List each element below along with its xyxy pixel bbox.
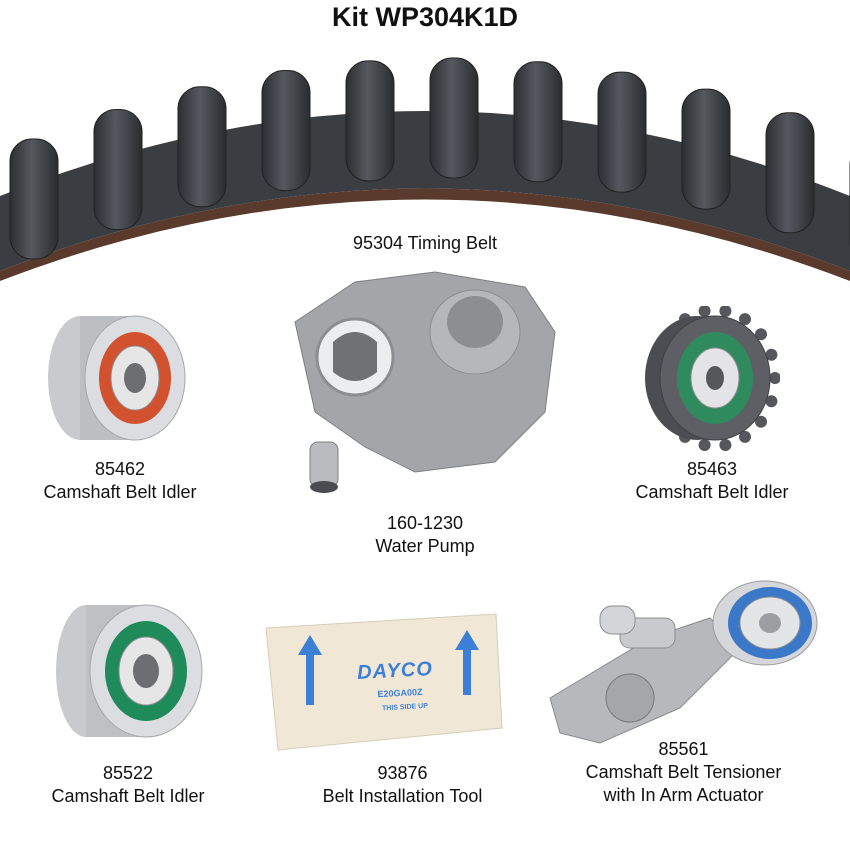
- gear-tooth: [698, 306, 711, 317]
- water-pump-image: [285, 262, 570, 502]
- tensioner-image: [540, 578, 830, 753]
- belt-tooth: [93, 109, 143, 231]
- idler-85462-caption: 85462 Camshaft Belt Idler: [10, 458, 230, 504]
- timing-belt-caption: 95304 Timing Belt: [352, 233, 498, 253]
- kit-title: Kit WP304K1D: [331, 2, 519, 32]
- gear-tooth: [719, 439, 732, 451]
- belt-tooth: [261, 70, 311, 192]
- belt-tooth: [681, 88, 731, 210]
- gear-tooth: [755, 328, 767, 341]
- gear-tooth: [739, 313, 751, 326]
- belt-tooth: [765, 112, 815, 234]
- part-name: Camshaft Belt Idler: [51, 786, 205, 806]
- part-number: 85561: [658, 739, 709, 759]
- timing-belt-image: [0, 36, 850, 306]
- part-number: 160-1230: [386, 513, 464, 533]
- part-name-line2: with In Arm Actuator: [603, 785, 764, 805]
- belt-tooth: [177, 86, 227, 208]
- water-pump-caption: 160-1230 Water Pump: [300, 512, 550, 558]
- idler-85462-image: [40, 308, 190, 448]
- gear-tooth: [765, 348, 778, 361]
- part-name: Camshaft Belt Idler: [43, 482, 197, 502]
- gear-tooth: [719, 306, 732, 317]
- belt-tooth: [513, 61, 563, 183]
- belt-tooth: [345, 60, 395, 182]
- belt-tooth: [9, 138, 59, 260]
- part-name: Camshaft Belt Idler: [635, 482, 789, 502]
- belt-tooth: [429, 57, 479, 179]
- idler-85463-caption: 85463 Camshaft Belt Idler: [602, 458, 822, 504]
- gear-tooth: [755, 415, 767, 428]
- part-number: 85463: [686, 459, 738, 479]
- idler-85522-image: [48, 596, 208, 746]
- idler-85522-caption: 85522 Camshaft Belt Idler: [18, 762, 238, 808]
- gear-tooth: [698, 439, 711, 451]
- part-name: Camshaft Belt Tensioner: [585, 762, 782, 782]
- part-number: 85462: [94, 459, 146, 479]
- gear-tooth: [739, 430, 751, 443]
- part-name: Belt Installation Tool: [322, 786, 483, 806]
- tensioner-caption: 85561 Camshaft Belt Tensioner with In Ar…: [556, 738, 811, 807]
- gear-tooth: [769, 372, 780, 384]
- part-number: 85522: [102, 763, 154, 783]
- installation-tool-caption: 93876 Belt Installation Tool: [280, 762, 525, 808]
- gear-tooth: [765, 395, 778, 408]
- belt-tooth: [597, 71, 647, 193]
- installation-tool-image: [258, 610, 508, 755]
- part-name: Water Pump: [375, 536, 475, 556]
- part-number: 93876: [377, 763, 428, 783]
- idler-85463-image: [635, 306, 780, 451]
